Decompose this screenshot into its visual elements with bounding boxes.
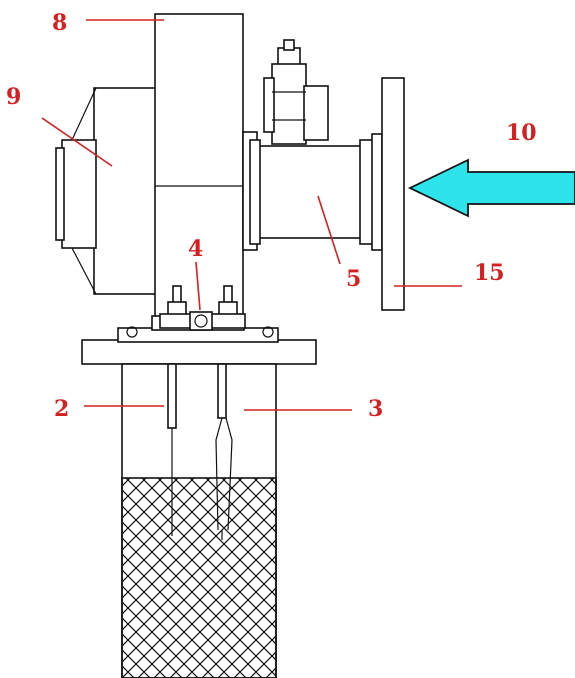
burner-tube [121,363,277,678]
callout-15: 15 [474,260,505,286]
callout-5: 5 [346,266,361,292]
terminal-fittings [126,285,274,338]
callout-3: 3 [368,396,383,422]
main-body [154,13,258,335]
inflow-arrow-icon [407,158,575,218]
callout-9: 9 [6,84,21,110]
callout-4: 4 [188,236,203,262]
callout-2: 2 [54,396,69,422]
side-housing [55,87,157,295]
electrode-2 [167,363,177,536]
solenoid-valve [263,39,329,145]
electrode-3 [215,363,233,540]
inlet-pipe [249,133,383,251]
leader-lines [41,19,462,411]
callout-8: 8 [52,10,67,36]
callout-10: 10 [506,120,537,146]
inlet-flange [381,77,405,311]
